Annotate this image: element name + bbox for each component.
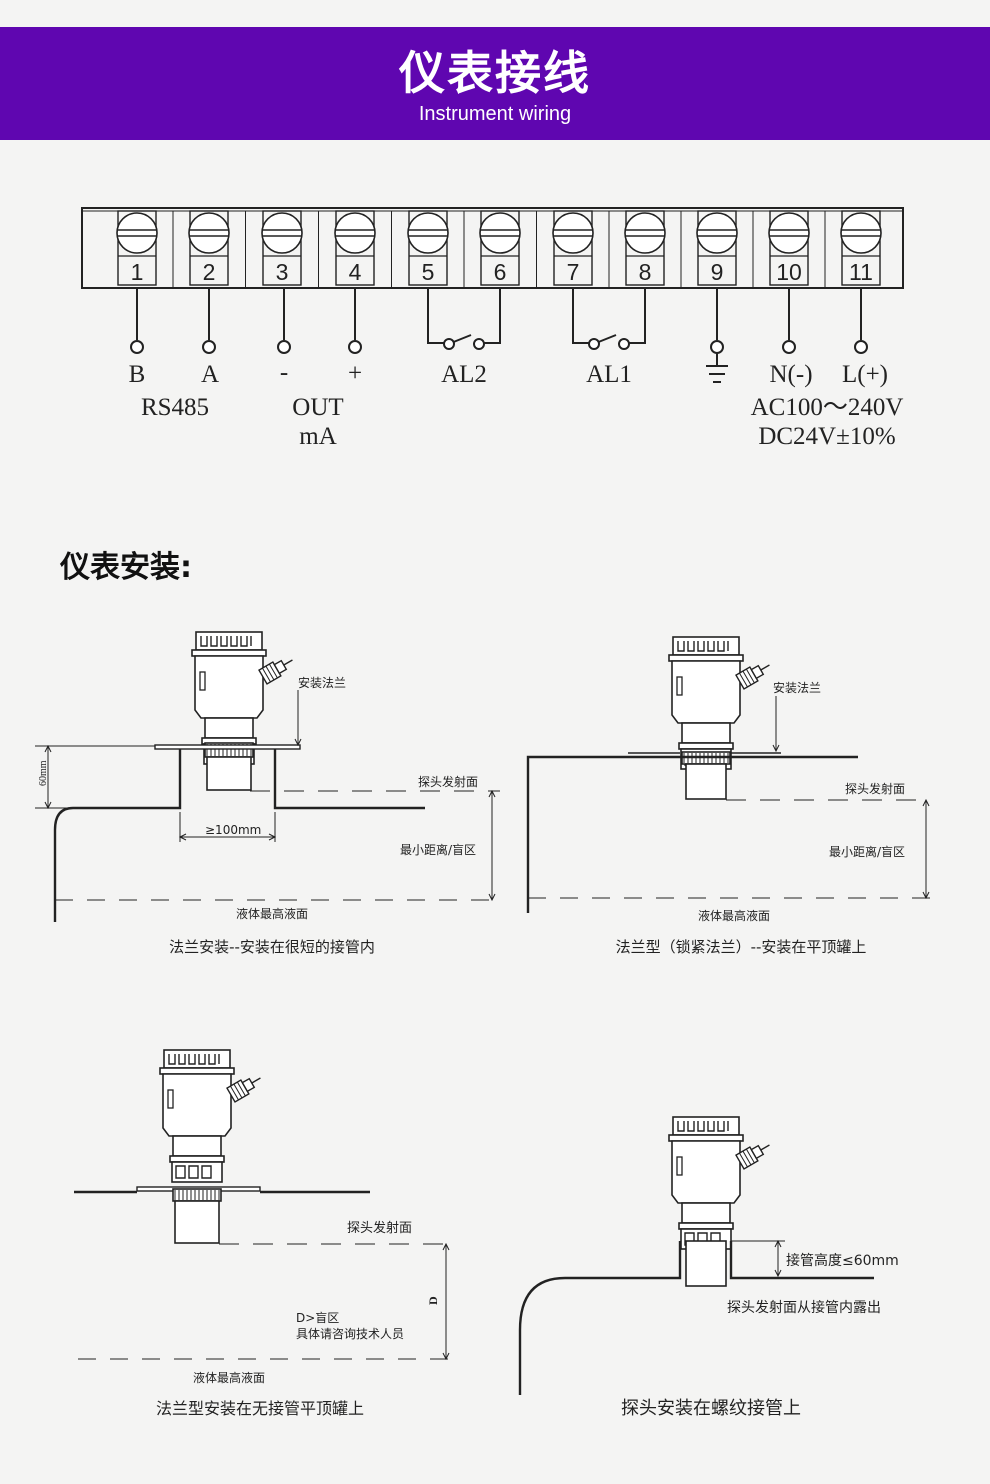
install-diagram-4: 接管高度≤60mm 探头发射面从接管内露出 探头安装在螺纹接管上 <box>518 1116 899 1419</box>
install-diagram-3: 探头发射面 D>盲区 具体请咨询技术人员 液体最高液面 D 法兰型安装在无接管平… <box>74 1049 450 1418</box>
terminal-screw-icon <box>407 212 449 254</box>
terminal-screw-icon <box>334 212 376 254</box>
label-b: B <box>129 361 146 388</box>
terminal-screw-icon <box>840 212 882 254</box>
terminal-strip: 1 2 3 4 5 6 7 8 9 10 11 <box>81 207 904 289</box>
d3-caption: 法兰型安装在无接管平顶罐上 <box>156 1399 364 1418</box>
d1-caption: 法兰安装--安装在很短的接管内 <box>169 938 375 956</box>
terminal-number: 1 <box>131 259 144 285</box>
page-title: 仪表接线 <box>399 46 591 100</box>
terminal-screw-icon <box>552 212 594 254</box>
d1-min-dist-label: 最小距离/盲区 <box>400 842 476 857</box>
label-minus: - <box>280 359 288 386</box>
label-n: N(-) <box>769 361 812 388</box>
d4-exposed-label: 探头发射面从接管内露出 <box>727 1299 881 1316</box>
terminal-number: 7 <box>567 259 580 285</box>
terminal-3: 3 <box>261 210 303 286</box>
terminal-number: 5 <box>422 259 435 285</box>
label-ac-supply: AC100～240V <box>751 394 904 421</box>
header-banner: 仪表接线 Instrument wiring <box>0 27 990 140</box>
d2-probe-face-label: 探头发射面 <box>845 781 905 796</box>
terminal-screw-icon <box>768 212 810 254</box>
terminal-screw-icon <box>188 212 230 254</box>
d2-flange-label: 安装法兰 <box>773 680 821 695</box>
d3-d-label: D <box>426 1296 440 1305</box>
terminal-10: 10 <box>768 210 810 286</box>
terminal-number: 10 <box>776 259 802 285</box>
label-al2: AL2 <box>441 361 487 388</box>
d4-pipe-height-label: 接管高度≤60mm <box>786 1252 899 1269</box>
d1-dim-60: 60mm <box>38 760 49 786</box>
d1-flange-label: 安装法兰 <box>298 675 346 690</box>
terminal-6: 6 <box>479 210 521 286</box>
label-a: A <box>201 361 219 388</box>
label-al1: AL1 <box>586 361 632 388</box>
d4-caption: 探头安装在螺纹接管上 <box>621 1398 801 1419</box>
installation-title: 仪表安装: <box>60 550 192 585</box>
d2-min-dist-label: 最小距离/盲区 <box>829 844 905 859</box>
label-plus: + <box>348 360 362 387</box>
d3-d-note-2: 具体请咨询技术人员 <box>296 1326 404 1341</box>
label-dc-supply: DC24V±10% <box>758 423 895 450</box>
terminal-number: 11 <box>849 259 873 285</box>
label-out: OUT <box>292 394 343 421</box>
terminal-screw-icon <box>261 212 303 254</box>
d3-max-level-label: 液体最高液面 <box>193 1370 265 1385</box>
install-diagram-1: 安装法兰 探头发射面 最小距离/盲区 ≥100mm 液体最高液面 60mm 法兰… <box>35 631 500 956</box>
d3-d-note-1: D>盲区 <box>296 1310 339 1325</box>
terminal-number: 2 <box>203 259 216 285</box>
terminal-5: 5 <box>407 210 449 286</box>
terminal-11: 11 <box>840 210 882 286</box>
terminal-number: 3 <box>276 259 289 285</box>
terminal-4: 4 <box>334 210 376 286</box>
d1-probe-face-label: 探头发射面 <box>418 774 478 789</box>
terminal-screw-icon <box>696 212 738 254</box>
page-subtitle: Instrument wiring <box>418 103 572 125</box>
terminal-screw-icon <box>116 212 158 254</box>
d2-max-level-label: 液体最高液面 <box>698 908 770 923</box>
terminal-8: 8 <box>624 210 666 286</box>
wiring-lines <box>136 288 862 383</box>
label-rs485: RS485 <box>141 394 209 421</box>
terminal-1: 1 <box>116 210 158 286</box>
wire-terminal-dots <box>130 338 868 354</box>
terminal-number: 4 <box>349 259 362 285</box>
terminal-screw-icon <box>624 212 666 254</box>
install-diagram-2: 安装法兰 探头发射面 最小距离/盲区 液体最高液面 法兰型（锁紧法兰）--安装在… <box>526 636 930 956</box>
d3-probe-face-label: 探头发射面 <box>347 1220 412 1236</box>
terminal-number: 9 <box>711 259 724 285</box>
terminal-2: 2 <box>188 210 230 286</box>
terminal-number: 6 <box>494 259 507 285</box>
d1-dim-100: ≥100mm <box>205 823 261 837</box>
terminal-number: 8 <box>639 259 652 285</box>
label-ma: mA <box>299 423 337 450</box>
terminal-9: 9 <box>696 210 738 286</box>
d2-caption: 法兰型（锁紧法兰）--安装在平顶罐上 <box>616 938 867 956</box>
terminal-7: 7 <box>552 210 594 286</box>
d1-max-level-label: 液体最高液面 <box>236 906 308 921</box>
label-l: L(+) <box>842 361 888 388</box>
terminal-screw-icon <box>479 212 521 254</box>
